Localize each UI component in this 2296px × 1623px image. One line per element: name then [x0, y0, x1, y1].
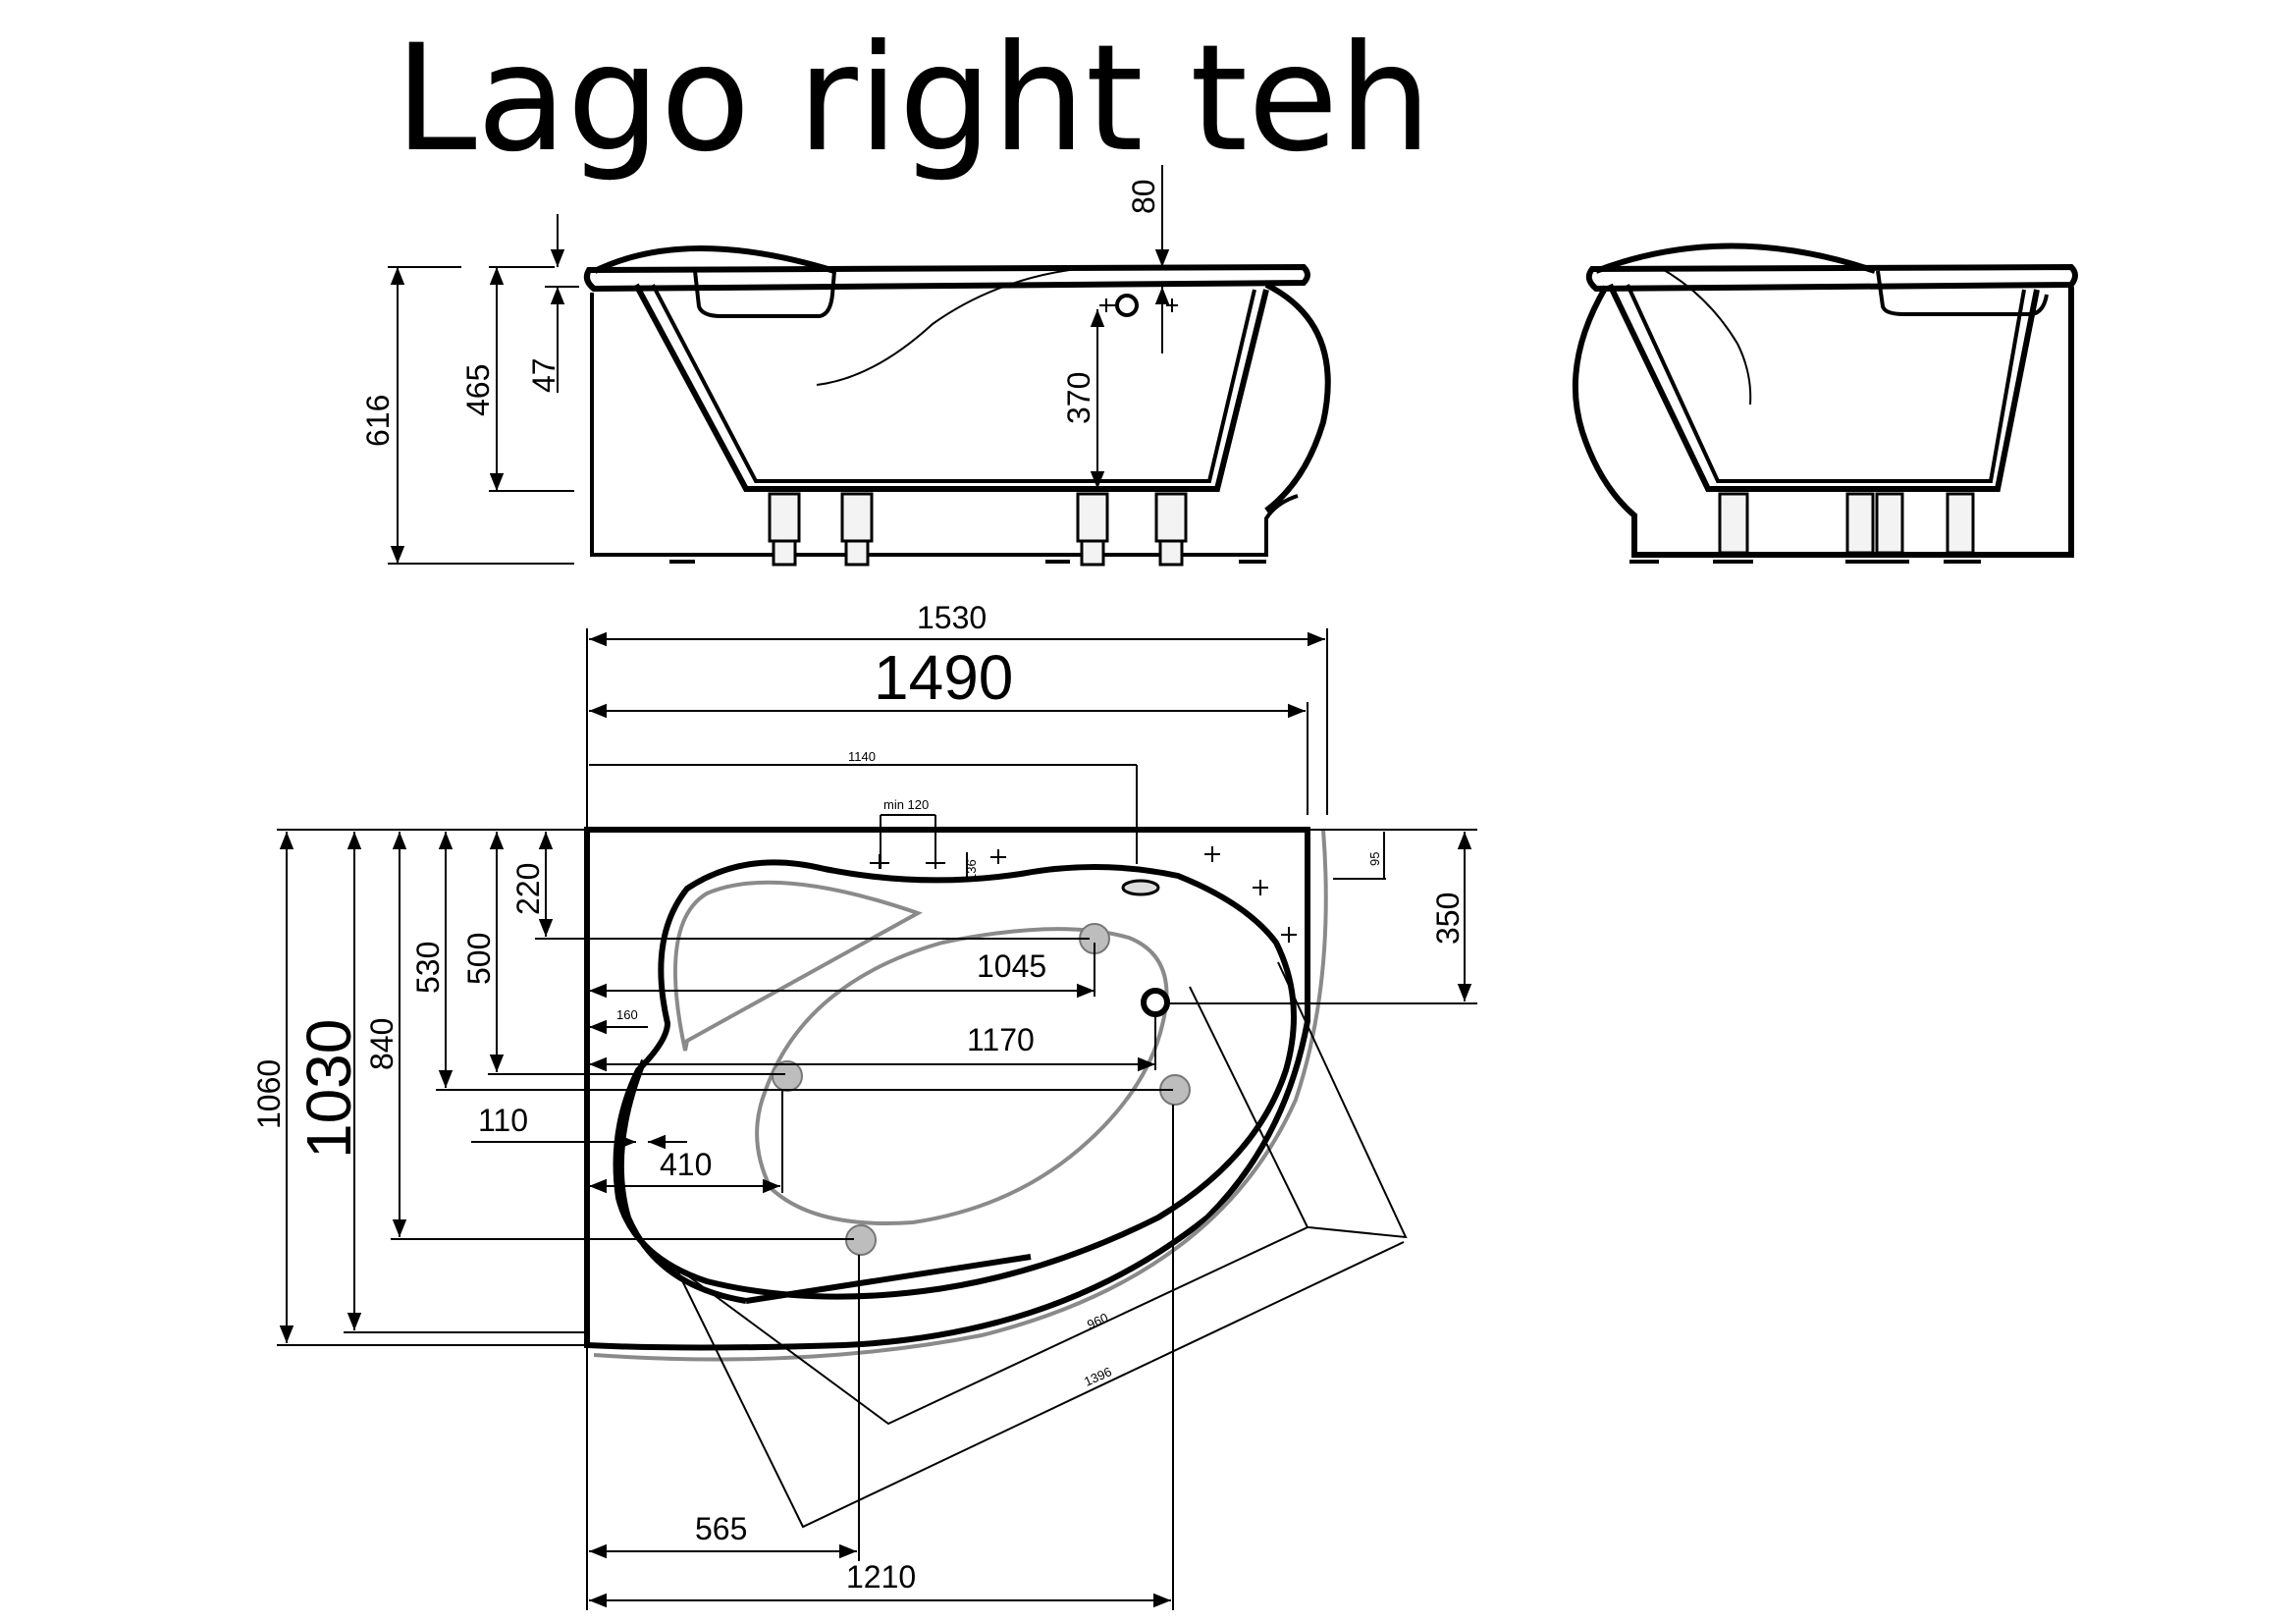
dim-960: 960 — [1085, 1310, 1110, 1332]
dim-1030: 1030 — [294, 1019, 364, 1159]
side-backrest-curve — [1658, 266, 1752, 406]
side-inner-tub-2 — [1626, 284, 2026, 483]
plan-vertical-dims: 1060 1030 840 530 500 220 136 350 — [251, 829, 1477, 1346]
dim-220: 220 — [510, 863, 546, 915]
dim-410: 410 — [660, 1147, 712, 1182]
plan-basin-grey — [755, 927, 1169, 1225]
skirt-projection — [674, 961, 1408, 1426]
dim-95: 95 — [1367, 852, 1382, 866]
dim-1170: 1170 — [967, 1022, 1035, 1057]
front-headrest — [593, 245, 835, 274]
side-legs — [1629, 492, 1981, 564]
jet-left — [772, 1060, 803, 1092]
dim-1530: 1530 — [917, 600, 987, 635]
dim-160: 160 — [616, 1007, 638, 1022]
dim-136: 136 — [964, 859, 979, 881]
dim-616: 616 — [360, 395, 396, 447]
front-overflow — [1115, 294, 1139, 317]
front-inner-tub-2 — [651, 284, 1256, 483]
overflow-top — [1121, 879, 1160, 896]
dim-500: 500 — [461, 933, 497, 985]
dim-465: 465 — [460, 364, 496, 416]
plan-outline — [584, 827, 1310, 1351]
plan-bath-step — [745, 1254, 1032, 1304]
plan-outline-grey — [593, 829, 1328, 1362]
dim-1490: 1490 — [874, 642, 1013, 713]
skirt-projection-2 — [674, 1241, 1405, 1529]
dim-80: 80 — [1126, 179, 1161, 214]
dim-min120: min 120 — [883, 797, 929, 812]
dim-565: 565 — [695, 1511, 747, 1546]
dim-47: 47 — [526, 357, 561, 393]
plan-view: 1530 1490 1140 min 120 1045 160 1170 110 — [251, 600, 1477, 1610]
plan-horizontal-dims: 1530 1490 1140 min 120 1045 160 1170 110 — [471, 600, 1328, 1610]
dim-370: 370 — [1061, 372, 1096, 424]
plan-seat-grey — [672, 880, 923, 1052]
front-backrest-curve — [816, 266, 1095, 386]
side-left-bulge — [1572, 285, 2074, 558]
side-rim — [1585, 263, 2078, 293]
dim-840: 840 — [364, 1018, 400, 1070]
drain — [1141, 988, 1170, 1017]
front-right-bulge — [1264, 282, 1331, 514]
dim-530: 530 — [410, 942, 446, 994]
front-inner-tub — [633, 283, 1269, 492]
side-elevation-view — [1572, 243, 2078, 564]
front-headrest-inner — [693, 270, 836, 318]
dim-1140: 1140 — [848, 749, 876, 764]
front-dimensions: 616 465 47 370 80 — [360, 165, 1170, 565]
dim-110: 110 — [478, 1103, 528, 1138]
side-headrest-inner — [1876, 270, 2049, 316]
dim-350: 350 — [1430, 893, 1466, 945]
front-rim — [583, 263, 1310, 293]
plan-bath-inner-lip — [617, 1058, 747, 1304]
dim-1060: 1060 — [251, 1059, 287, 1129]
front-legs — [669, 492, 1266, 567]
front-elevation-view: 616 465 47 370 80 — [360, 165, 1331, 567]
dim-1045: 1045 — [977, 948, 1046, 984]
dim-1210: 1210 — [846, 1559, 916, 1595]
side-inner-tub — [1607, 283, 2040, 492]
dim-1396: 1396 — [1082, 1364, 1114, 1388]
drawing-title: Lago right teh — [395, 14, 1431, 185]
side-headrest — [1594, 243, 1876, 274]
front-apron — [590, 293, 1299, 557]
